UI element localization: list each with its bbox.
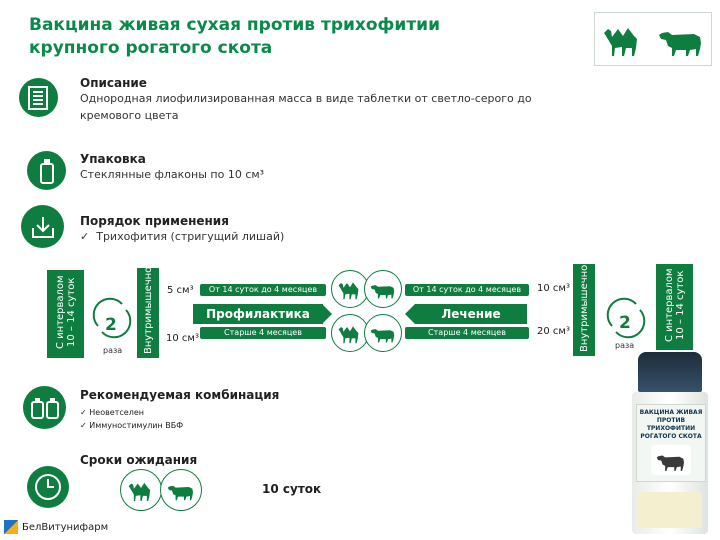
left-route-box: Внутримышечно bbox=[137, 268, 159, 358]
vial-label-line-1: ВАКЦИНА ЖИВАЯ bbox=[639, 409, 703, 416]
title-line-1: Вакцина живая сухая против трихофитии bbox=[29, 15, 441, 35]
center-calf-icon bbox=[364, 270, 402, 308]
right-cycle-arrow-icon bbox=[606, 297, 646, 339]
left-route-text: Внутримышечно bbox=[142, 268, 154, 354]
description-heading: Описание bbox=[80, 76, 147, 90]
product-vial-image: ВАКЦИНА ЖИВАЯ ПРОТИВ ТРИХОФИТИИ РОГАТОГО… bbox=[628, 352, 712, 534]
right-route-text: Внутримышечно bbox=[578, 264, 590, 352]
clock-icon bbox=[27, 466, 69, 508]
prophylaxis-label: Профилактика bbox=[193, 304, 323, 324]
center-cow-icon bbox=[364, 314, 402, 352]
combination-section: Рекомендуемая комбинация ✓ Неоветселен ✓… bbox=[80, 388, 380, 432]
right-interval-box: С интервалом 10 – 14 суток bbox=[656, 264, 693, 350]
vial-label: ВАКЦИНА ЖИВАЯ ПРОТИВ ТРИХОФИТИИ РОГАТОГО… bbox=[636, 404, 706, 482]
vial-label-calf-icon bbox=[651, 445, 691, 475]
prophylaxis-age-old: Старше 4 месяцев bbox=[200, 327, 326, 339]
camel-icon bbox=[604, 28, 637, 56]
combination-item-2-text: Иммуностимулин ВБФ bbox=[89, 421, 184, 430]
cow-icon bbox=[659, 32, 701, 56]
usage-item: ✓ Трихофития (стригущий лишай) bbox=[80, 228, 440, 245]
packaging-section: Упаковка Стеклянные флаконы по 10 см³ bbox=[80, 152, 440, 183]
vial-label-line-2: ПРОТИВ ТРИХОФИТИИ bbox=[646, 417, 696, 432]
left-cycle-arrow-icon bbox=[92, 297, 132, 339]
packaging-text: Стеклянные флаконы по 10 см³ bbox=[80, 168, 265, 181]
vial-icon bbox=[27, 151, 66, 190]
right-interval-text: С интервалом 10 – 14 суток bbox=[663, 268, 686, 342]
footer-brand: БелВитунифарм bbox=[4, 520, 108, 534]
usage-heading: Порядок применения bbox=[80, 214, 229, 228]
page-title: Вакцина живая сухая против трихофитии кр… bbox=[29, 14, 549, 60]
prophylaxis-age-young: От 14 суток до 4 месяцев bbox=[200, 284, 326, 296]
combination-item-2: ✓ Иммуностимулин ВБФ bbox=[80, 419, 380, 432]
document-icon bbox=[19, 78, 58, 117]
combination-item-1-text: Неоветселен bbox=[89, 408, 144, 417]
left-times-label: раза bbox=[103, 346, 123, 355]
left-times-number: 2 bbox=[105, 315, 117, 335]
combination-heading: Рекомендуемая комбинация bbox=[80, 388, 280, 402]
check-icon: ✓ bbox=[80, 408, 87, 417]
prophylaxis-arrow-tip bbox=[322, 304, 332, 324]
vials-pair-icon bbox=[23, 386, 66, 429]
center-camel-adult-icon bbox=[331, 314, 369, 352]
left-interval-text: С интервалом 10 – 14 суток bbox=[54, 275, 77, 349]
brand-name: БелВитунифарм bbox=[22, 521, 109, 533]
withdrawal-heading: Сроки ожидания bbox=[80, 453, 198, 467]
packaging-heading: Упаковка bbox=[80, 152, 146, 166]
usage-section: Порядок применения ✓ Трихофития (стригущ… bbox=[80, 214, 440, 245]
prophylaxis-dose-young: 5 см³ bbox=[167, 285, 194, 296]
description-section: Описание Однородная лиофилизированная ма… bbox=[80, 76, 560, 124]
description-line-2: кремового цвета bbox=[80, 109, 179, 122]
treatment-dose-old: 20 см³ bbox=[537, 326, 570, 337]
withdrawal-cow-icon bbox=[160, 469, 202, 511]
title-line-2: крупного рогатого скота bbox=[29, 38, 273, 58]
brand-logo-icon bbox=[4, 520, 18, 534]
left-interval-box: С интервалом 10 – 14 суток bbox=[47, 270, 84, 358]
treatment-label: Лечение bbox=[415, 304, 527, 324]
vial-cap bbox=[638, 352, 702, 392]
withdrawal-value: 10 суток bbox=[262, 482, 322, 496]
right-route-box: Внутримышечно bbox=[573, 264, 595, 356]
treatment-arrow-tip bbox=[405, 304, 415, 324]
combination-item-1: ✓ Неоветселен bbox=[80, 406, 380, 419]
withdrawal-camel-icon bbox=[120, 469, 162, 511]
right-times-label: раза bbox=[615, 341, 635, 350]
treatment-age-old: Старше 4 месяцев bbox=[405, 327, 529, 339]
check-icon: ✓ bbox=[80, 230, 97, 243]
usage-item-text: Трихофития (стригущий лишай) bbox=[96, 230, 285, 243]
vial-body: ВАКЦИНА ЖИВАЯ ПРОТИВ ТРИХОФИТИИ РОГАТОГО… bbox=[632, 392, 708, 534]
vial-label-line-3: РОГАТОГО СКОТА bbox=[640, 433, 702, 440]
vial-powder bbox=[638, 492, 702, 528]
treatment-dose-young: 10 см³ bbox=[537, 283, 570, 294]
animals-badge bbox=[594, 12, 712, 66]
right-times-number: 2 bbox=[619, 313, 631, 333]
treatment-age-young: От 14 суток до 4 месяцев bbox=[405, 284, 529, 296]
prophylaxis-dose-old: 10 см³ bbox=[166, 333, 199, 344]
download-icon bbox=[21, 205, 64, 248]
description-line-1: Однородная лиофилизированная масса в вид… bbox=[80, 92, 532, 105]
check-icon: ✓ bbox=[80, 421, 87, 430]
